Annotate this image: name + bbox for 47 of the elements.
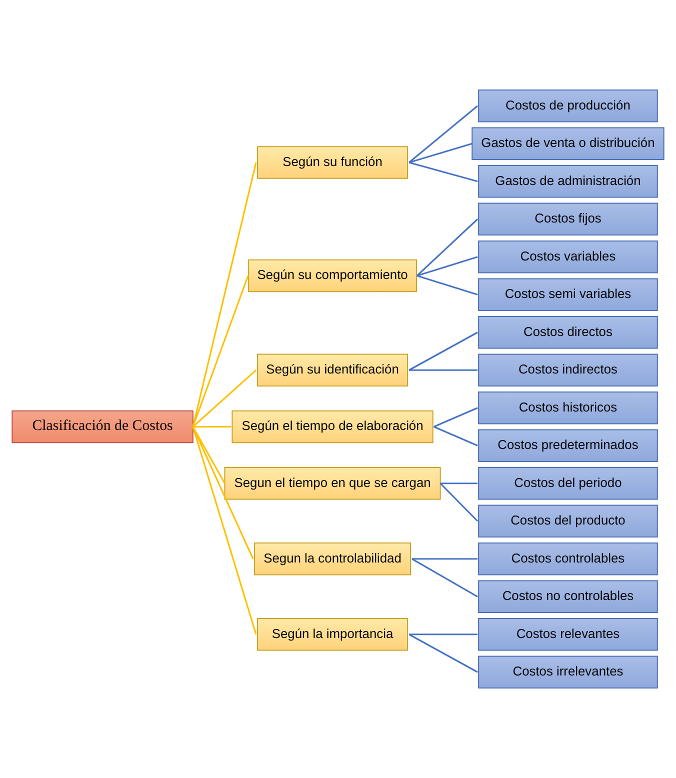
connector: [440, 482, 478, 484]
connector: [192, 426, 232, 428]
node-box: Según su identificación: [257, 354, 408, 387]
connector: [412, 558, 478, 560]
connector: [416, 256, 478, 276]
node-box: Costos relevantes: [478, 618, 658, 651]
connector: [416, 218, 478, 276]
node-box: Costos de producción: [478, 89, 658, 122]
connector: [434, 407, 478, 428]
node-box: Gastos de venta o distribución: [472, 127, 664, 160]
connector: [192, 275, 249, 428]
connector: [408, 162, 478, 182]
connector: [416, 275, 478, 296]
node-box: Costos controlables: [478, 542, 658, 576]
node-box: Costos del producto: [478, 504, 658, 538]
node-box: Según la importancia: [257, 618, 408, 651]
node-box: Costos semi variables: [478, 278, 658, 312]
connector: [192, 162, 257, 427]
node-box: Según el tiempo de elaboración: [232, 410, 434, 444]
connector: [440, 482, 478, 522]
node-box: Segun la controlabilidad: [254, 542, 412, 576]
node-box: Costos del periodo: [478, 466, 658, 500]
connector: [409, 369, 478, 371]
node-box: Costos variables: [478, 240, 658, 274]
node-box: Según su función: [257, 146, 408, 179]
connector: [192, 370, 257, 428]
node-box: Según su comportamiento: [248, 259, 417, 292]
node-box: Segun el tiempo en que se cargan: [224, 466, 441, 500]
node-box: Costos no controlables: [478, 580, 658, 614]
connector: [192, 426, 226, 484]
connector: [408, 105, 478, 164]
connector: [408, 634, 478, 673]
connector: [409, 634, 478, 636]
node-box: Costos predeterminados: [478, 429, 658, 462]
connector: [434, 426, 478, 446]
connector: [192, 426, 257, 635]
connector: [192, 426, 254, 560]
connector: [408, 332, 478, 371]
node-box: Costos irrelevantes: [478, 656, 658, 689]
connector: [408, 142, 472, 164]
node-box: Costos indirectos: [478, 354, 658, 387]
node-box: Clasificación de Costos: [12, 410, 194, 444]
node-box: Costos historicos: [478, 391, 658, 424]
connector: [412, 558, 478, 598]
node-box: Costos directos: [478, 316, 658, 349]
node-box: Costos fijos: [478, 202, 658, 236]
node-box: Gastos de administración: [478, 164, 658, 198]
